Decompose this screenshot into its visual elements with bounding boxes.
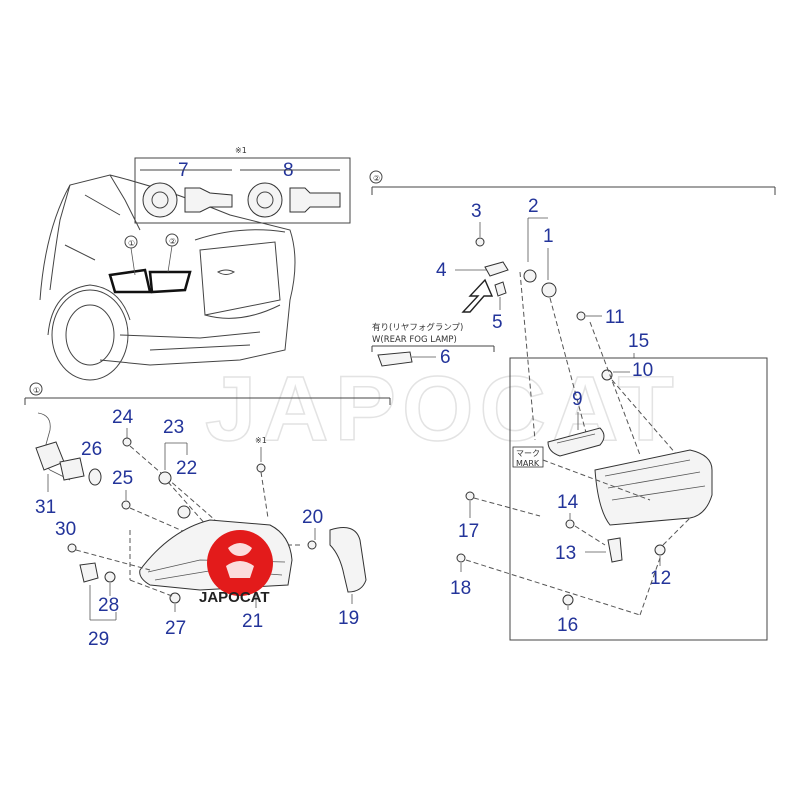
mark-en: MARK bbox=[516, 459, 540, 468]
label-part-13: 13 bbox=[555, 543, 576, 564]
label-part-3: 3 bbox=[471, 201, 482, 222]
label-part-20: 20 bbox=[302, 507, 323, 528]
note-mark-inset: ※1 bbox=[235, 146, 247, 155]
group-one-mark: ① bbox=[33, 386, 40, 395]
label-part-17: 17 bbox=[458, 521, 479, 542]
logo-text: JAPOCAT bbox=[199, 589, 270, 606]
callout-group-two: ② bbox=[169, 237, 176, 246]
label-part-24: 24 bbox=[112, 407, 134, 428]
label-part-11: 11 bbox=[605, 307, 625, 328]
group-two-section: ② 3 2 1 4 5 有り(リヤフォグランプ) W(REAR FOG LAMP… bbox=[369, 170, 776, 641]
label-part-10: 10 bbox=[632, 360, 653, 381]
label-part-31: 31 bbox=[35, 497, 56, 518]
label-part-6: 6 bbox=[440, 347, 451, 368]
label-part-4: 4 bbox=[436, 260, 447, 281]
fog-lamp-jp: 有り(リヤフォグランプ) bbox=[372, 322, 463, 333]
label-part-12: 12 bbox=[650, 568, 671, 589]
fog-lamp-en: W(REAR FOG LAMP) bbox=[372, 335, 457, 345]
vehicle-rear-view: ① ② bbox=[39, 174, 296, 381]
label-part-27: 27 bbox=[165, 618, 186, 639]
note-mark-screw: ※1 bbox=[255, 436, 267, 445]
label-part-21: 21 bbox=[242, 611, 263, 632]
assembly-box bbox=[509, 357, 768, 641]
label-part-5: 5 bbox=[492, 312, 503, 333]
group-two-mark: ② bbox=[373, 174, 380, 183]
mark-jp: マーク bbox=[516, 449, 540, 458]
label-part-23: 23 bbox=[163, 417, 184, 438]
inset-sockets: ※1 7 8 bbox=[134, 146, 351, 224]
label-part-25: 25 bbox=[112, 468, 133, 489]
label-part-15: 15 bbox=[628, 331, 649, 352]
label-part-28: 28 bbox=[98, 595, 119, 616]
japocat-logo: JAPOCAT bbox=[199, 530, 273, 606]
label-part-9: 9 bbox=[572, 389, 583, 410]
label-part-26: 26 bbox=[81, 439, 102, 460]
label-part-19: 19 bbox=[338, 608, 359, 629]
label-part-18: 18 bbox=[450, 578, 471, 599]
label-part-14: 14 bbox=[557, 492, 579, 513]
label-part-1: 1 bbox=[543, 226, 554, 247]
label-part-2: 2 bbox=[528, 196, 539, 217]
label-part-30: 30 bbox=[55, 519, 76, 540]
label-part-16: 16 bbox=[557, 615, 578, 636]
label-part-22: 22 bbox=[176, 458, 197, 479]
label-part-29: 29 bbox=[88, 629, 109, 650]
callout-group-one: ① bbox=[128, 239, 135, 248]
